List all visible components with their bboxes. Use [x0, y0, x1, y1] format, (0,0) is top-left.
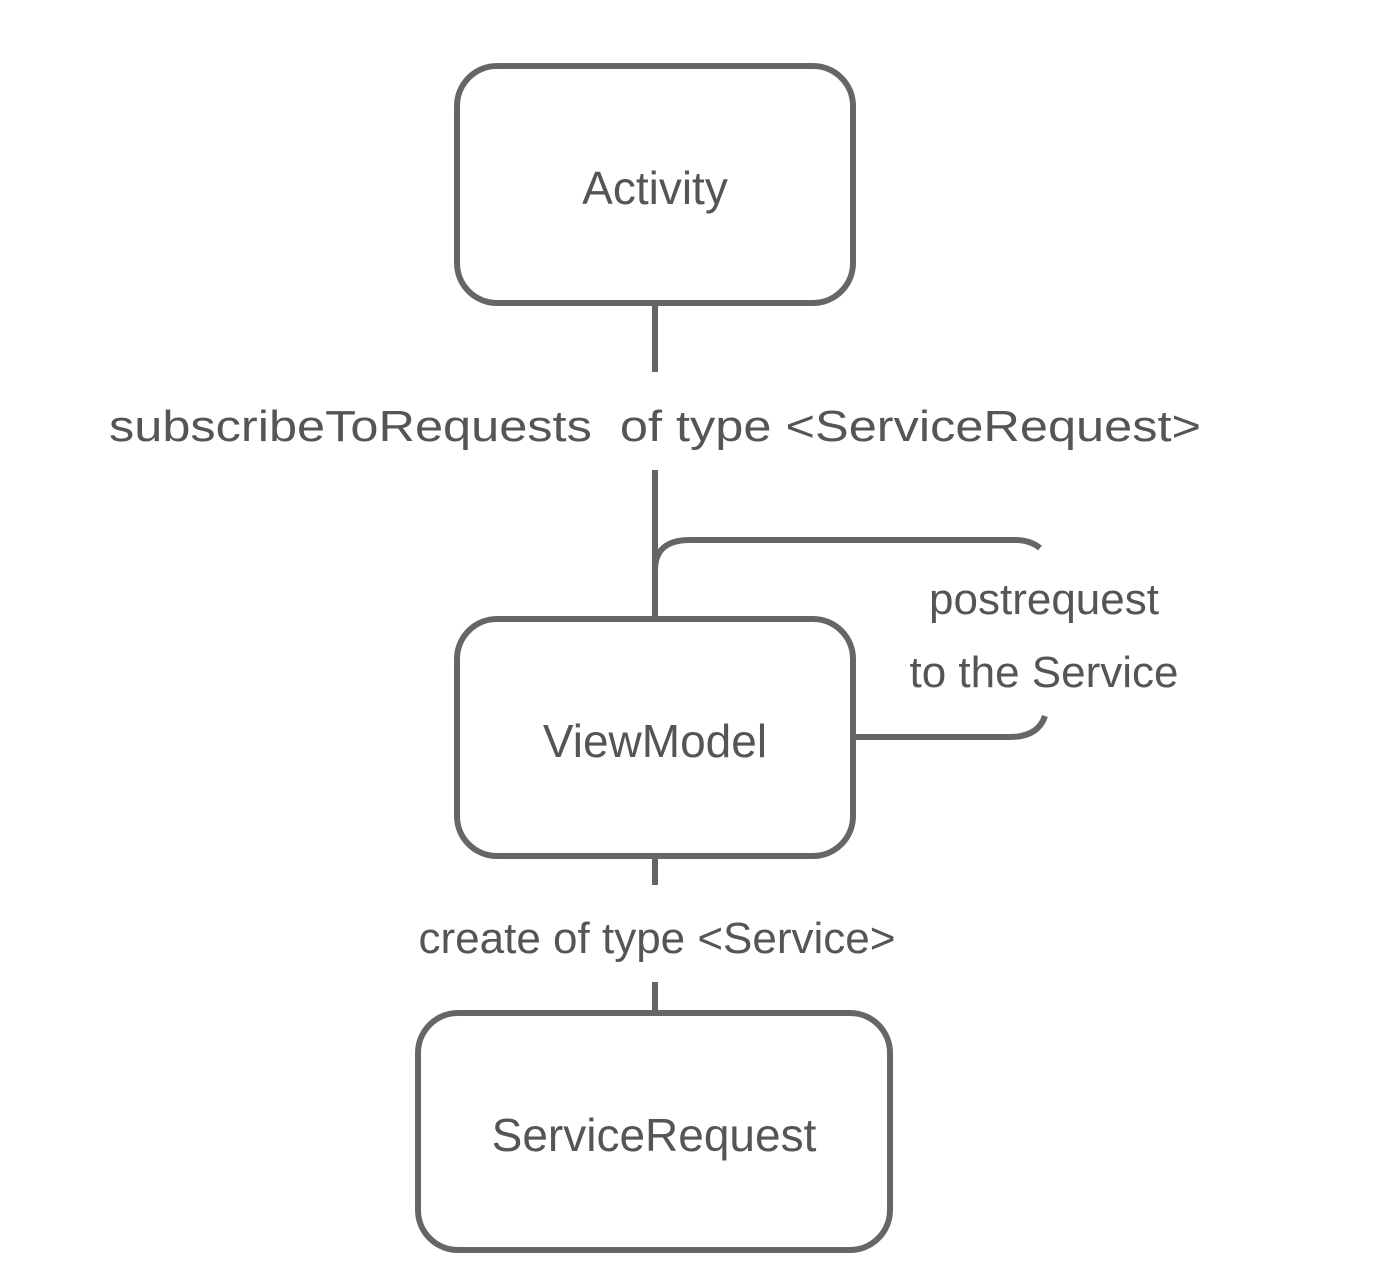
- subscribe-edge-label: subscribeToRequests of type <ServiceRequ…: [109, 402, 1201, 451]
- create-edge-label: create of type <Service>: [419, 914, 896, 963]
- self-loop-connector-top: [652, 537, 1042, 580]
- viewmodel-node: ViewModel: [454, 616, 856, 859]
- service-request-label: ServiceRequest: [492, 1109, 817, 1161]
- activity-label: Activity: [582, 162, 728, 214]
- viewmodel-box: [454, 616, 856, 859]
- post-request-label-line2: to the Service: [909, 648, 1178, 697]
- activity-node: Activity: [454, 63, 856, 306]
- self-loop-connector-bottom: [853, 714, 1048, 740]
- post-request-label-line1: postrequest: [929, 575, 1159, 624]
- viewmodel-label: ViewModel: [543, 715, 767, 767]
- service-request-node: ServiceRequest: [415, 1010, 893, 1253]
- activity-box: [454, 63, 856, 306]
- service-request-box: [415, 1010, 893, 1253]
